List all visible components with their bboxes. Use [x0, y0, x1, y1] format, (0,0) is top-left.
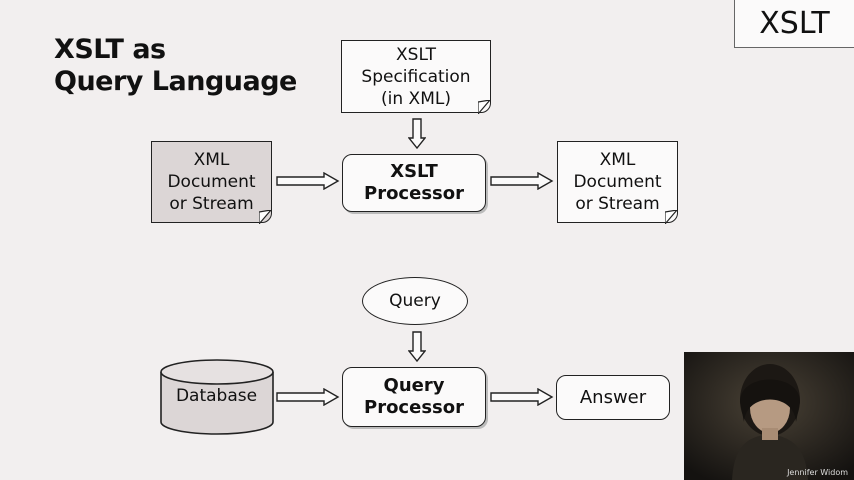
- input-line1: XML: [193, 150, 230, 170]
- page-fold-icon: [478, 100, 491, 114]
- answer-box: Answer: [556, 375, 670, 420]
- xslt-processor-box: XSLT Processor: [342, 154, 486, 212]
- down-arrow-icon: [408, 331, 426, 363]
- xml-input-document: XML Document or Stream: [151, 141, 272, 224]
- page-fold-icon: [259, 210, 272, 224]
- database-cylinder-icon: [160, 359, 274, 435]
- page-fold-icon: [665, 210, 678, 224]
- xslt-processor-line2: Processor: [364, 183, 464, 204]
- xml-output-document: XML Document or Stream: [557, 141, 678, 224]
- speaker-silhouette: [684, 352, 854, 480]
- xslt-spec-document: XSLT Specification (in XML): [341, 40, 491, 114]
- right-arrow-icon: [276, 388, 340, 406]
- database-label: Database: [175, 386, 258, 406]
- output-line3: or Stream: [575, 194, 660, 214]
- right-arrow-icon: [490, 388, 554, 406]
- right-arrow-icon: [490, 172, 554, 190]
- output-line2: Document: [573, 172, 662, 192]
- speaker-video: Jennifer Widom: [684, 352, 854, 480]
- query-processor-line1: Query: [383, 375, 445, 396]
- input-line2: Document: [167, 172, 256, 192]
- down-arrow-icon: [408, 118, 426, 150]
- xslt-processor-line1: XSLT: [390, 161, 438, 182]
- query-processor-line2: Processor: [364, 397, 464, 418]
- slide-title-line2: Query Language: [54, 66, 297, 97]
- spec-line2: Specification: [361, 66, 471, 87]
- spec-line1: XSLT: [396, 44, 436, 65]
- output-line1: XML: [599, 150, 636, 170]
- slide-title: XSLT as Query Language: [54, 34, 297, 98]
- speaker-name-caption: Jennifer Widom: [787, 468, 848, 477]
- query-processor-box: Query Processor: [342, 367, 486, 427]
- topic-tag: XSLT: [734, 0, 854, 48]
- right-arrow-icon: [276, 172, 340, 190]
- input-line3: or Stream: [169, 194, 254, 214]
- spec-line3: (in XML): [381, 88, 451, 109]
- slide-title-line1: XSLT as: [54, 34, 166, 65]
- query-oval: Query: [362, 277, 468, 325]
